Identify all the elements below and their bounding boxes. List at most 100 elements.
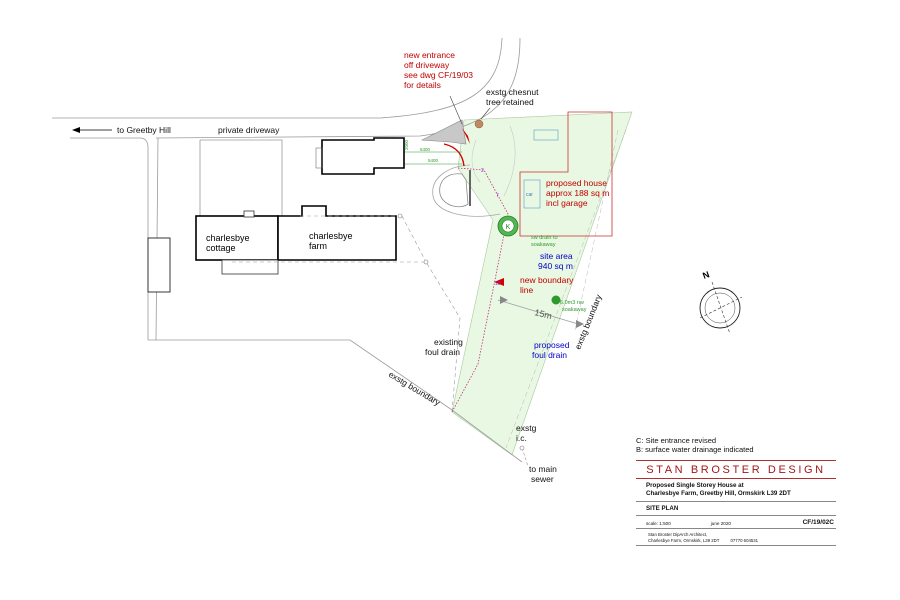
charlesbye-cottage-label: charlesbye cottage (206, 233, 252, 253)
leader-line (480, 107, 491, 120)
marker-7-label: 7 (496, 193, 499, 199)
soakaway-label: 6.0m3 nw soakaway (560, 300, 587, 313)
drain-arrow (576, 320, 584, 328)
site-dashed-line (505, 129, 627, 449)
outbuilding (321, 137, 405, 175)
new-boundary-label: new boundary line (520, 275, 576, 295)
dim-label-a: 5400 (420, 147, 431, 152)
revision-b-note: B: surface water drainage indicated (636, 445, 754, 454)
existing-foul-drain-line-2: foul drain (425, 347, 460, 357)
existing-buildings (195, 137, 405, 261)
cottage-annexe (221, 259, 279, 275)
project-description: Proposed Single Storey House at Charlesb… (636, 479, 836, 501)
project-line-2: Charlesbye Farm, Greetby Hill, Ormskirk … (646, 490, 791, 497)
to-main-sewer-label: to main sewer (529, 464, 559, 484)
dim-label-c: 2000 (404, 139, 409, 150)
tree-symbol-inner (501, 219, 515, 233)
site-area-line-1: site area (540, 251, 573, 261)
cottage-line-1: charlesbye (206, 233, 250, 243)
inspection-chamber (519, 445, 525, 451)
farm-line-1: charlesbye (309, 231, 353, 241)
new-boundary-line-2: line (520, 285, 534, 295)
revision-c-note: C: Site entrance revised (636, 436, 717, 445)
sewer-link-line (521, 447, 529, 467)
charlesbye-farm-building (277, 205, 397, 261)
sw-drain-label: sw drain to soakaway (531, 235, 559, 248)
proposed-house-line-1: proposed house (546, 178, 607, 188)
proposed-house-line-3: incl garage (546, 198, 588, 208)
title-divider (636, 545, 836, 546)
chestnut-line-2: tree retained (486, 97, 534, 107)
drain-chamber (397, 213, 403, 219)
title-divider (636, 460, 836, 461)
drawing-title: SITE PLAN (646, 505, 679, 512)
charlesbye-cottage-building (195, 215, 279, 261)
distance-label: 15m (534, 307, 553, 321)
chestnut-line-1: exstg chesnut (486, 87, 539, 97)
firm-name: STAN BROSTER DESIGN (646, 464, 826, 476)
architect-address: Stan Broster DipArch Architect, Charlesb… (636, 529, 836, 545)
new-boundary-arrow (494, 278, 504, 286)
title-divider (636, 478, 836, 479)
greetby-arrow-head (72, 127, 80, 133)
soakaway-line-1: 6.0m3 nw (560, 300, 584, 306)
drawing-number: CF/19/02C (802, 519, 834, 526)
project-line-1: Proposed Single Storey House at (646, 482, 744, 489)
car-label: car (526, 192, 533, 198)
driveway-loop (432, 164, 501, 217)
chestnut-tree (474, 119, 484, 129)
leader-line (449, 95, 463, 125)
cottage-line-2: cottage (206, 243, 236, 253)
site-dashed-line (574, 129, 619, 331)
garage-car-outline (523, 179, 541, 209)
site-area-line-2: 940 sq m (538, 261, 573, 271)
new-entrance-label: new entrance off driveway see dwg CF/19/… (404, 50, 475, 90)
tree-symbol-letter: K (506, 224, 511, 231)
sw-drain-line-2: soakaway (531, 242, 556, 248)
soakaway-symbol (551, 295, 561, 305)
drawing-scale: scale: 1:500 (646, 521, 671, 526)
proposed-house-line-2: approx 188 sq m (546, 188, 609, 198)
charlesbye-farm-label: charlesbye farm (309, 231, 355, 251)
proposed-foul-drain-line-1: proposed (534, 340, 570, 350)
address-line-2: Charlesbye Farm, Ormskirk, L39 2DT 07770… (648, 538, 836, 544)
entrance-marker-red (462, 128, 470, 144)
rooflight-outline (533, 129, 559, 141)
exstg-ic-line-2: i.c. (516, 433, 527, 443)
title-block: C: Site entrance revised B: surface wate… (636, 436, 836, 548)
title-divider (636, 515, 836, 516)
new-entrance-area (420, 119, 467, 145)
proposed-foul-drain-line (497, 299, 579, 325)
proposed-foul-drain-line-2: foul drain (532, 350, 567, 360)
to-greetby-hill-label: to Greetby Hill (117, 125, 171, 135)
exstg-ic-label: exstg i.c. (516, 423, 539, 443)
proposed-house-label: proposed house approx 188 sq m incl gara… (546, 178, 612, 208)
to-main-sewer-line-1: to main (529, 464, 557, 474)
address-line-1: Stan Broster DipArch Architect, (648, 532, 708, 537)
new-entrance-line-4: for details (404, 80, 441, 90)
north-label: N (701, 269, 711, 281)
shed-building (147, 237, 171, 293)
new-entrance-line-2: off driveway (404, 60, 450, 70)
to-main-sewer-line-2: sewer (531, 474, 554, 484)
existing-foul-drain-label: existing foul drain (425, 337, 465, 357)
site-area-label: site area 940 sq m (538, 251, 575, 271)
new-entrance-line-3: see dwg CF/19/03 (404, 70, 473, 80)
dim-label-b: 5400 (428, 158, 439, 163)
north-arrow (699, 281, 743, 335)
address-line-2-text: Charlesbye Farm, Ormskirk, L39 2DT (648, 537, 720, 543)
proposed-house (519, 111, 613, 237)
existing-foul-drain-line-1: existing (434, 337, 463, 347)
new-entrance-line-1: new entrance (404, 50, 455, 60)
existing-foul-drain-line (232, 215, 461, 413)
new-boundary-line-1: new boundary (520, 275, 574, 285)
outbuilding-steps (315, 147, 323, 169)
proposed-foul-drain-label: proposed foul drain (532, 340, 572, 360)
roads (52, 37, 523, 463)
drain-chamber (423, 259, 429, 265)
marker-2-label: 2 (481, 168, 484, 174)
architect-phone: 07770 604531 (730, 537, 759, 543)
existing-path (471, 139, 481, 183)
turning-circle (439, 173, 469, 208)
